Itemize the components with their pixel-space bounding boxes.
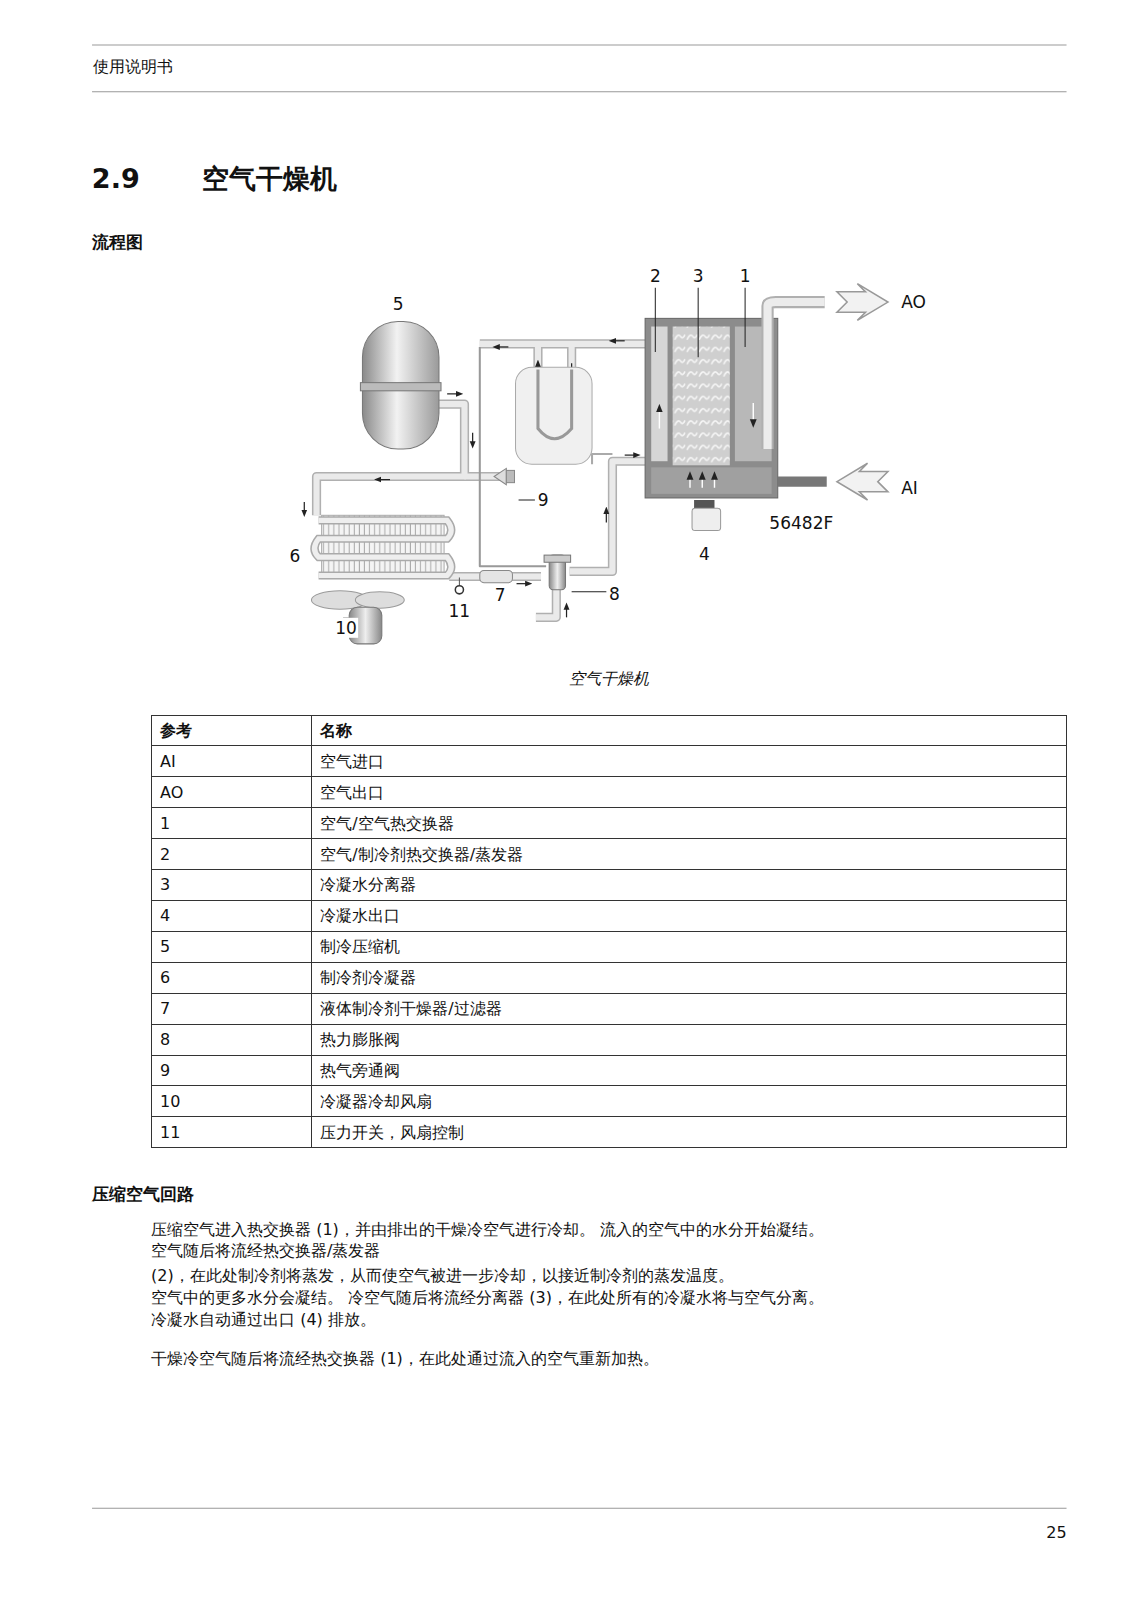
parts-table: 参考名称AI空气进口AO空气出口1空气/空气热交换器2空气/制冷剂热交换器/蒸发…: [151, 715, 1067, 1149]
callout-number: 7: [494, 585, 507, 605]
subheading: 压缩空气回路: [92, 1184, 194, 1204]
table-ref-cell: 10: [152, 1086, 312, 1117]
table-ref-cell: 2: [152, 839, 312, 870]
table-name-cell: 冷凝器冷却风扇: [312, 1086, 1066, 1117]
table-ref-cell: AI: [152, 746, 312, 777]
table-name-cell: 冷凝水出口: [312, 900, 1066, 931]
callout-number: 9: [537, 490, 550, 510]
vessel: [516, 367, 593, 464]
body-text: (2)，在此处制冷剂将蒸发，从而使空气被进一步冷却，以接近制冷剂的蒸发温度。: [151, 1266, 734, 1285]
callout-number: 1: [739, 265, 752, 285]
callout-number: 3: [692, 265, 705, 285]
air-pipes: [768, 302, 827, 482]
table-ref-cell: 3: [152, 870, 312, 901]
callout-number: 5: [392, 294, 405, 314]
callout-number: 8: [608, 584, 621, 604]
table-name-cell: 空气出口: [312, 777, 1066, 808]
port-label: AO: [901, 292, 926, 312]
fan: [311, 591, 404, 644]
table-ref-cell: 6: [152, 962, 312, 993]
callout-number: 10: [334, 618, 358, 638]
table-ref-cell: 5: [152, 931, 312, 962]
running-header: 使用说明书: [93, 58, 173, 77]
table-ref-cell: 8: [152, 1024, 312, 1055]
bypass-valve: [494, 468, 535, 500]
table-name-cell: 空气/制冷剂热交换器/蒸发器: [312, 839, 1066, 870]
condensate-drain: [692, 500, 721, 531]
table-name-cell: 名称: [312, 715, 1066, 746]
flow-arrows: [304, 341, 637, 618]
table-ref-cell: 1: [152, 808, 312, 839]
body-text: 压缩空气进入热交换器 (1)，并由排出的干燥冷空气进行冷却。 流入的空气中的水分…: [151, 1220, 824, 1239]
table-name-cell: 制冷剂冷凝器: [312, 962, 1066, 993]
subheading: 流程图: [92, 232, 143, 252]
figure-caption: 空气干燥机: [569, 669, 649, 688]
table-name-cell: 制冷压缩机: [312, 931, 1066, 962]
table-name-cell: 压力开关，风扇控制: [312, 1117, 1066, 1148]
table-name-cell: 冷凝水分离器: [312, 870, 1066, 901]
callout-number: 11: [448, 601, 472, 621]
leader-lines: [655, 288, 745, 357]
body-text: 空气随后将流经热交换器/蒸发器: [151, 1242, 380, 1261]
table-ref-cell: 9: [152, 1055, 312, 1086]
table-ref-cell: 11: [152, 1117, 312, 1148]
page-title: 空气干燥机: [202, 162, 337, 194]
table-name-cell: 热气旁通阀: [312, 1055, 1066, 1086]
callout-number: 2: [649, 265, 662, 285]
section-number: 2.9: [92, 162, 140, 194]
table-name-cell: 空气/空气热交换器: [312, 808, 1066, 839]
page-rules: [92, 45, 1066, 1508]
port-label: AI: [901, 478, 918, 498]
page-number: 25: [1046, 1524, 1066, 1543]
table-ref-cell: AO: [152, 777, 312, 808]
body-text: 干燥冷空气随后将流经热交换器 (1)，在此处通过流入的空气重新加热。: [151, 1349, 659, 1368]
condenser: [314, 515, 451, 578]
table-name-cell: 空气进口: [312, 746, 1066, 777]
table-ref-cell: 4: [152, 900, 312, 931]
expansion-valve: [544, 555, 606, 592]
pressure-switch: [455, 578, 463, 594]
figure-code: 56482F: [769, 512, 833, 532]
table-ref-cell: 7: [152, 993, 312, 1024]
body-text: 空气中的更多水分会凝结。 冷空气随后将流经分离器 (3)，在此处所有的冷凝水将与…: [151, 1289, 824, 1308]
callout-number: 4: [698, 544, 711, 564]
filter-drier: [480, 570, 513, 582]
heat-exchanger: [645, 318, 778, 498]
air-arrows: [837, 284, 888, 500]
table-name-cell: 液体制冷剂干燥器/过滤器: [312, 993, 1066, 1024]
body-text: 冷凝水自动通过出口 (4) 排放。: [151, 1310, 376, 1329]
table-name-cell: 热力膨胀阀: [312, 1024, 1066, 1055]
callout-number: 6: [289, 546, 302, 566]
compressor-tank: [360, 321, 441, 449]
table-ref-cell: 参考: [152, 715, 312, 746]
